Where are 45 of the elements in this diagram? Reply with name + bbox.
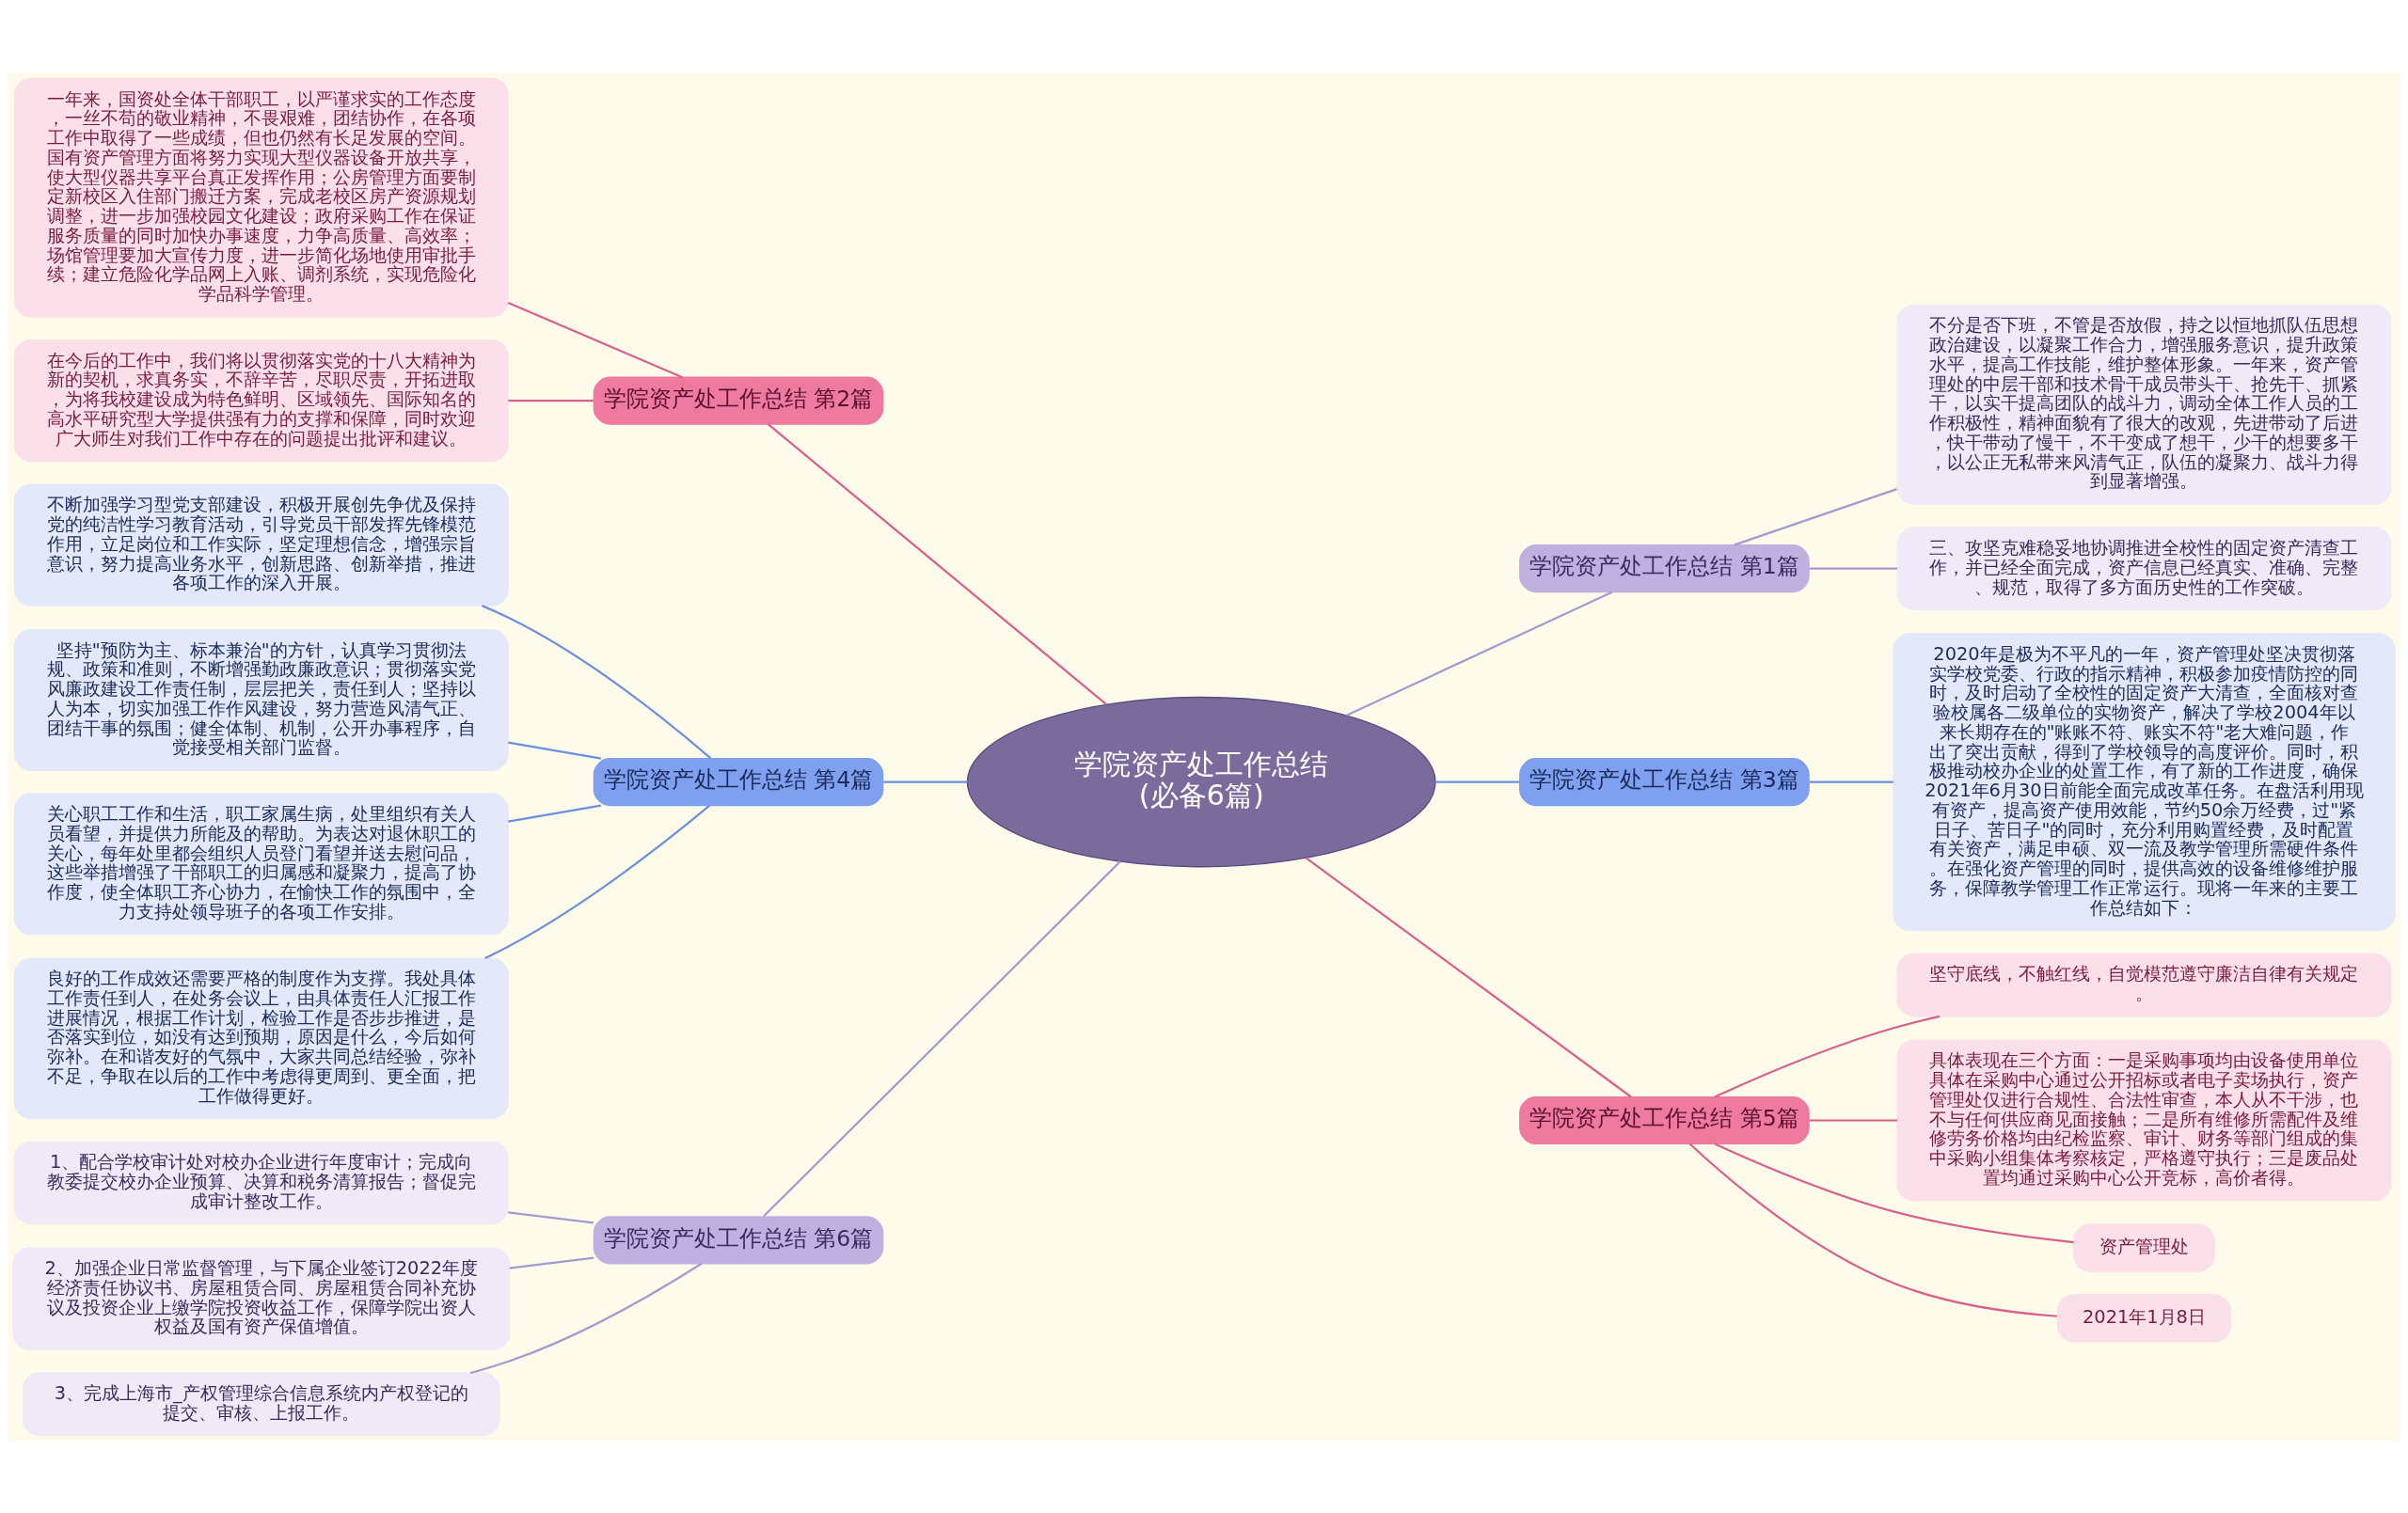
node-box: 学院资产处工作总结 第5篇 bbox=[1519, 1095, 1810, 1144]
connector bbox=[1809, 1118, 1898, 1122]
connector bbox=[508, 1210, 594, 1223]
node-box: 良好的工作成效还需要严格的制度作为支撑。我处具体工作责任到人，在处务会议上，由具体责任人汇报工作进展情况，根据工作计划，检验工作是否步步推进，是否落实到位，如没有达到预期，原因是什么，今后如何弥补。在和谐友好的气氛中，大家共同总结经验，弥补不足，争取在以后的工作中考虑得更周到、更全面，把工作做得更好。 bbox=[13, 957, 509, 1119]
connector bbox=[1809, 567, 1898, 570]
connector bbox=[509, 1256, 594, 1269]
node-box: 一年来，国资处全体干部职工，以严谨求实的工作态度，一丝不苟的敬业精神，不畏艰难，团结协作，在各项工作中取得了一些成绩，但也仍然有长足发展的空间。国有资产管理方面将努力实现大型仪器设备开放共享，使大型仪器共享平台真正发挥作用；公房管理方面要制定新校区入住部门搬迁方案，完成老校区房产资源规划调整，进一步加强校园文化建设；政府采购工作在保证服务质量的同时加快办事速度，力争高质量、高效率；场馆管理要加大宣传力度，进一步简化场地使用审批手续；建立危险化学品网上入账、调剂系统，实现危险化学品科学管理。 bbox=[13, 77, 509, 317]
connector bbox=[1305, 857, 1632, 1097]
node-box: 2021年1月8日 bbox=[2056, 1293, 2232, 1342]
node-box: 学院资产处工作总结 第4篇 bbox=[593, 757, 884, 806]
connector bbox=[1434, 780, 1520, 783]
connector bbox=[767, 422, 1107, 705]
node-box: 学院资产处工作总结 第2篇 bbox=[593, 376, 884, 425]
connector bbox=[508, 741, 602, 760]
connector bbox=[482, 604, 712, 759]
node-box: 三、攻坚克难稳妥地协调推进全校性的固定资产清查工作，并已经全面完成，资产信息已经真实、准确、完整、规范，取得了多方面历史性的工作突破。 bbox=[1896, 526, 2392, 610]
connector bbox=[484, 804, 711, 959]
node-box: 学院资产处工作总结 第6篇 bbox=[593, 1215, 884, 1264]
connector bbox=[508, 804, 602, 823]
node-box: 不断加强学习型党支部建设，积极开展创先争优及保持党的纯洁性学习教育活动，引导党员干部发挥先锋模范作用，立足岗位和工作实际，坚定理想信念，增强宗旨意识，努力提高业务水平，创新思路、创新举措，推进各项工作的深入开展。 bbox=[13, 483, 509, 607]
connector bbox=[508, 399, 594, 402]
connector bbox=[469, 1262, 703, 1374]
node-box: 在今后的工作中，我们将以贯彻落实党的十八大精神为新的契机，求真务实，不辞辛苦，尽职尽责，开拓进取，为将我校建设成为特色鲜明、区域领先、国际知名的高水平研究型大学提供强有力的支撑和保障，同时欢迎广大师生对我们工作中存在的问题提出批评和建议。 bbox=[13, 339, 509, 462]
connector bbox=[507, 301, 683, 378]
node-box: 学院资产处工作总结 第3篇 bbox=[1519, 757, 1810, 806]
connector bbox=[883, 780, 968, 783]
node-box: 不分是否下班，不管是否放假，持之以恒地抓队伍思想政治建设，以凝聚工作合力，增强服务意识，提升政策水平，提高工作技能，维护整体形象。一年来，资产管理处的中层干部和技术骨干成员带头干、抢先干、抓紧干，以实干提高团队的战斗力，调动全体工作人员的工作积极性，精神面貌有了很大的改观，先进带动了后进，快干带动了慢干，不干变成了想干，少干的想要多干，以公正无私带来风清气正，队伍的凝聚力、战斗力得到显著增强。 bbox=[1896, 304, 2392, 505]
node-box: 具体表现在三个方面：一是采购事项均由设备使用单位具体在采购中心通过公开招标或者电子卖场执行，资产管理处仅进行合规性、合法性审查，本人从不干涉，也不与任何供应商见面接触；二是所有维修所需配件及维修劳务价格均由纪检监察、审计、财务等部门组成的集中采购小组集体考察核定，严格遵守执行；三是废品处置均通过采购中心公开竞标，高价者得。 bbox=[1896, 1039, 2392, 1201]
connector bbox=[1714, 1143, 2074, 1243]
node-box: 坚守底线，不触红线，自觉模范遵守廉洁自律有关规定。 bbox=[1896, 953, 2392, 1017]
node-box: 坚持"预防为主、标本兼治"的方针，认真学习贯彻法规、政策和准则，不断增强勤政廉政意识；贯彻落实党风廉政建设工作责任制，层层把关，责任到人；坚持以人为本，切实加强工作作风建设，努力营造风清气正、团结干事的氛围；健全体制、机制，公开办事程序，自觉接受相关部门监督。 bbox=[13, 628, 509, 771]
node-box: 2、加强企业日常监督管理，与下属企业签订2022年度经济责任协议书、房屋租赁合同、房屋租赁合同补充协议及投资企业上缴学院投资收益工作，保障学院出资人权益及国有资产保值增值。 bbox=[12, 1246, 511, 1350]
node-box: 3、完成上海市_产权管理综合信息系统内产权登记的提交、审核、上报工作。 bbox=[22, 1371, 500, 1436]
connector bbox=[1809, 780, 1893, 783]
node-box: 1、配合学校审计处对校办企业进行年度审计；完成向教委提交校办企业预算、决算和税务清算报告；督促完成审计整改工作。 bbox=[13, 1141, 509, 1224]
node-box: 学院资产处工作总结 第1篇 bbox=[1519, 544, 1810, 592]
node-box: 资产管理处 bbox=[2073, 1223, 2215, 1272]
connector bbox=[1688, 1143, 2058, 1317]
node-box: 关心职工工作和生活，职工家属生病，处里组织有关人员看望，并提供力所能及的帮助。为表达对退休职工的关心，每年处里都会组织人员登门看望并送去慰问品，这些举措增强了干部职工的归属感和凝聚力，提高了协作度，使全体职工齐心协力，在愉快工作的氛围中，全力支持处领导班子的各项工作安排。 bbox=[13, 792, 509, 935]
connector bbox=[1714, 1015, 1941, 1097]
node-ellipse: 学院资产处工作总结(必备6篇) bbox=[966, 696, 1436, 867]
node-box: 2020年是极为不平凡的一年，资产管理处坚决贯彻落实学校党委、行政的指示精神，积极参加疫情防控的同时，及时启动了全校性的固定资产大清查，全面核对查验校属各二级单位的实物资产，解决了学校2004年以来长期存在的"账账不符、账实不符"老大难问题，作出了突出贡献，得到了学校领导的高度评价。同时，积极推动校办企业的处置工作，有了新的工作进度，确保2021年6月30日前能全面完成改革任务。在盘活利用现有资产，提高资产使用效能，节约50余万经费，过"紧日子、苦日子"的同时，充分利用购置经费，及时配置有关资产，满足申硕、双一流及教学管理所需硬件条件。在强化资产管理的同时，提供高效的设备维修维护服务，保障教学管理工作正常运行。现将一年来的主要工作总结如下： bbox=[1893, 632, 2396, 931]
connector bbox=[763, 859, 1121, 1217]
connector bbox=[1346, 591, 1613, 717]
connector bbox=[1734, 487, 1897, 546]
